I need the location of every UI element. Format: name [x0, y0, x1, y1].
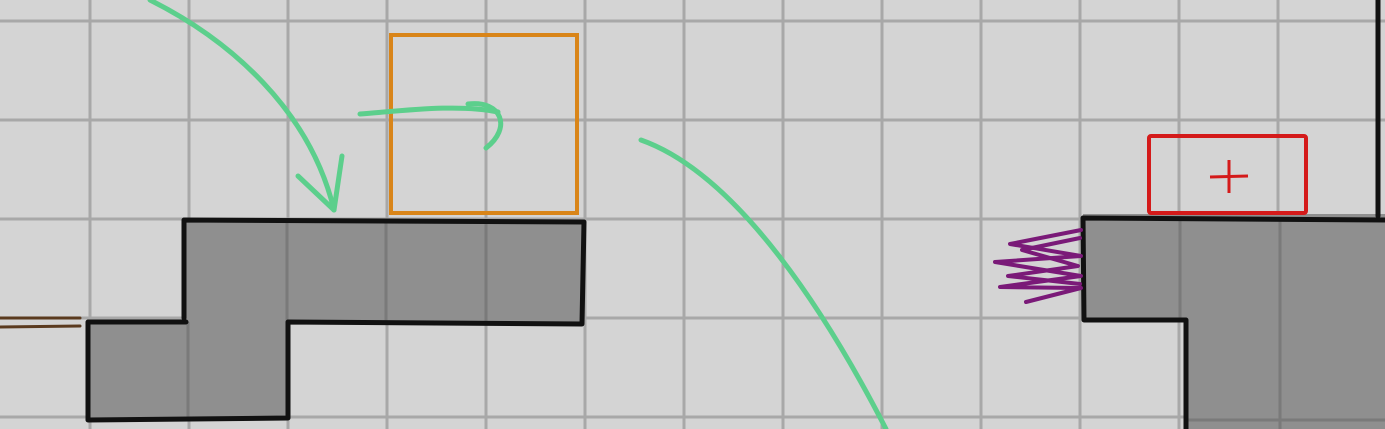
terrain-block-lower-left[interactable] — [88, 322, 288, 420]
jump-arrow-down — [147, 0, 345, 213]
jump-arcs-down — [638, 137, 889, 429]
crate-box[interactable] — [389, 33, 579, 215]
wooden-plank[interactable] — [0, 316, 82, 329]
spawn-point-marker[interactable] — [1147, 134, 1308, 215]
push-arrow-right — [357, 101, 504, 151]
spike-trap[interactable] — [993, 228, 1083, 304]
terrain-outline — [85, 0, 1385, 429]
terrain-block-upper-left[interactable] — [186, 220, 584, 324]
terrain-block-right[interactable] — [1083, 214, 1385, 429]
